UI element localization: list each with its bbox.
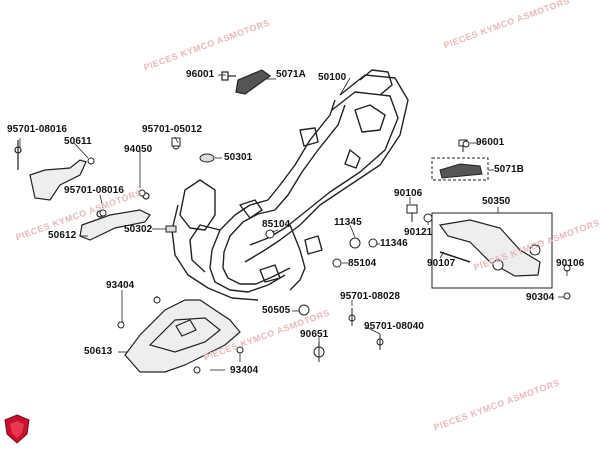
label-50100: 50100 <box>318 72 347 83</box>
part-50611 <box>14 140 87 201</box>
label-85104: 85104 <box>348 258 377 269</box>
label-11346: 11346 <box>380 238 408 249</box>
part-50350 <box>431 212 553 289</box>
label-96001: 96001 <box>476 137 505 148</box>
shield-logo-icon <box>4 414 30 444</box>
label-90106: 90106 <box>556 258 585 269</box>
main-frame <box>171 69 409 301</box>
label-90106: 90106 <box>394 188 423 199</box>
leader-lines <box>19 74 568 371</box>
label-85104: 85104 <box>262 219 291 230</box>
label-5071b: 5071B <box>494 164 524 175</box>
label-95701-05012: 95701-05012 <box>142 124 203 135</box>
label-50505: 50505 <box>262 305 291 316</box>
label-96001: 96001 <box>186 69 215 80</box>
label-5071a: 5071A <box>276 69 306 80</box>
label-50350: 50350 <box>482 196 511 207</box>
label-90304: 90304 <box>526 292 555 303</box>
label-50611: 50611 <box>64 136 92 147</box>
label-95701-08016: 95701-08016 <box>64 185 125 196</box>
label-95701-08016: 95701-08016 <box>7 124 68 135</box>
part-50301 <box>199 153 215 163</box>
label-90107: 90107 <box>427 258 456 269</box>
label-95701-08028: 95701-08028 <box>340 291 401 302</box>
part-50612 <box>79 192 151 241</box>
label-50613: 50613 <box>84 346 113 357</box>
label-50301: 50301 <box>224 152 253 163</box>
label-11345: 11345 <box>334 217 362 228</box>
part-50302 <box>165 225 177 233</box>
label-90651: 90651 <box>300 329 329 340</box>
label-50612: 50612 <box>48 230 77 241</box>
label-93404: 93404 <box>106 280 135 291</box>
label-94050: 94050 <box>124 144 153 155</box>
label-93404: 93404 <box>230 365 259 376</box>
label-90121: 90121 <box>404 227 433 238</box>
part-50613 <box>124 299 241 373</box>
label-95701-08040: 95701-08040 <box>364 321 425 332</box>
part-5071a <box>221 69 272 95</box>
hardware-bolts <box>87 137 571 374</box>
label-50302: 50302 <box>124 224 153 235</box>
